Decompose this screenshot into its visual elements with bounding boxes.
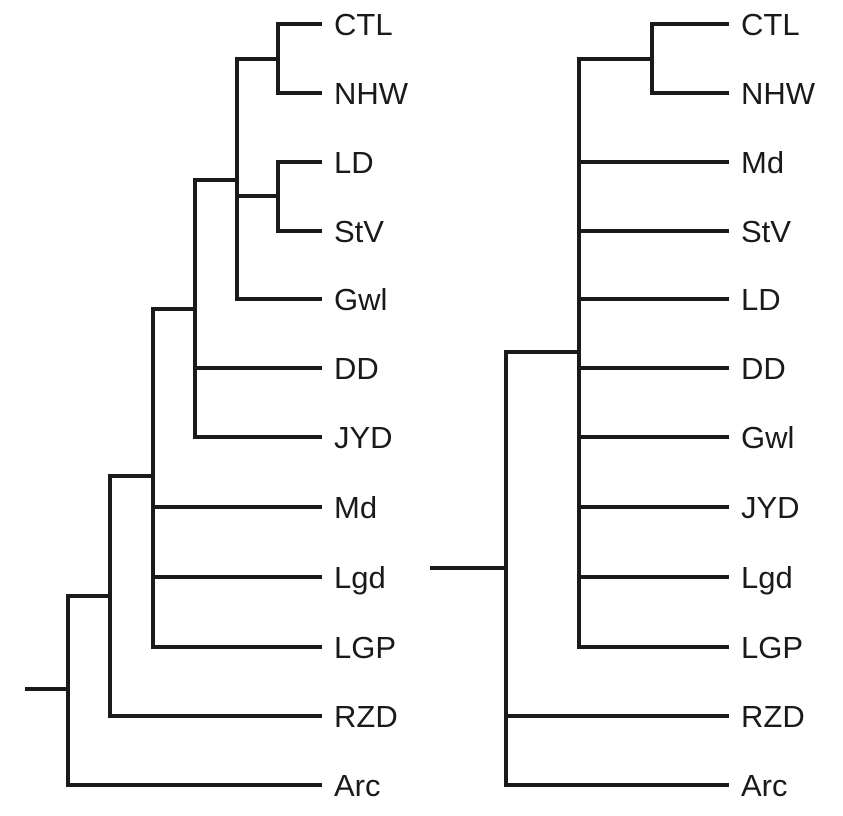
left-leaf-label: Lgd [334,560,386,595]
left-tree-labels: CTL NHW LD StV Gwl DD JYD Md Lgd LGP RZD… [334,7,409,803]
left-leaf-label: Arc [334,768,381,803]
right-leaf-label: JYD [741,490,800,525]
right-leaf-label: Lgd [741,560,793,595]
right-leaf-label: NHW [741,76,816,111]
right-leaf-label: DD [741,351,786,386]
right-tree: CTL NHW Md StV LD DD Gwl JYD Lgd LGP RZD… [430,7,816,803]
right-leaf-label: StV [741,214,791,249]
left-leaf-label: Gwl [334,282,387,317]
left-leaf-label: Md [334,490,377,525]
right-leaf-label: CTL [741,7,800,42]
right-tree-branches [430,22,729,787]
right-tree-labels: CTL NHW Md StV LD DD Gwl JYD Lgd LGP RZD… [741,7,816,803]
right-leaf-label: RZD [741,699,805,734]
right-leaf-label: Gwl [741,420,794,455]
left-leaf-label: LD [334,145,374,180]
left-leaf-label: CTL [334,7,393,42]
right-leaf-label: LGP [741,630,803,665]
left-leaf-label: JYD [334,420,393,455]
left-leaf-label: RZD [334,699,398,734]
left-leaf-label: NHW [334,76,409,111]
left-leaf-label: StV [334,214,384,249]
right-leaf-label: Arc [741,768,788,803]
right-leaf-label: LD [741,282,781,317]
left-tree: CTL NHW LD StV Gwl DD JYD Md Lgd LGP RZD… [25,7,409,803]
left-leaf-label: DD [334,351,379,386]
left-tree-branches [25,22,322,787]
right-leaf-label: Md [741,145,784,180]
left-leaf-label: LGP [334,630,396,665]
